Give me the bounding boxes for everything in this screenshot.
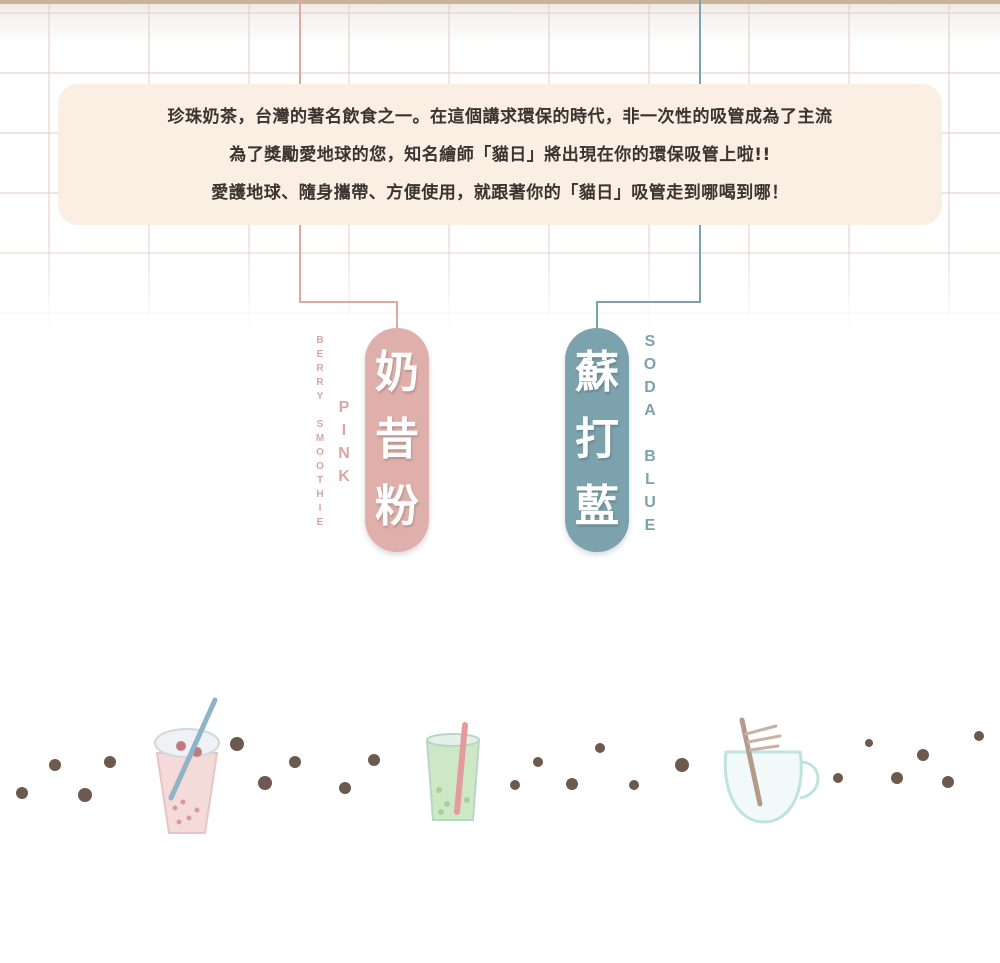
pill-char: 蘇 (575, 347, 619, 399)
intro-line: 為了獎勵愛地球的您，知名繪師「貓日」將出現在你的環保吸管上啦!! (229, 145, 771, 165)
pink-vertical-label: P I N K (338, 399, 350, 485)
milkshake-pink-pill: 奶 昔 粉 (365, 328, 429, 552)
berry-smoothie-vertical-label: B E R R Y S M O O T H I E (315, 335, 325, 528)
bubble-tea-cup-icon (154, 697, 220, 834)
intro-box: 珍珠奶茶，台灣的著名飲食之一。在這個講求環保的時代，非一次性的吸管成為了主流 為… (58, 84, 942, 225)
pill-char: 打 (575, 413, 619, 465)
pill-char: 藍 (575, 480, 619, 532)
intro-line: 珍珠奶茶，台灣的著名飲食之一。在這個講求環保的時代，非一次性的吸管成為了主流 (167, 107, 833, 127)
soda-blue-vertical-label: S O D A B L U E (643, 333, 657, 534)
pill-char: 奶 (375, 347, 419, 399)
soda-blue-pill: 蘇 打 藍 (565, 328, 629, 552)
green-drink-glass-icon (425, 722, 481, 821)
grid-shade (0, 4, 1000, 44)
drinks-decoration (16, 697, 984, 834)
pill-char: 粉 (375, 480, 419, 532)
top-border (0, 0, 1000, 4)
pill-char: 昔 (375, 413, 419, 465)
pitcher-straw-icon (723, 717, 820, 824)
intro-line: 愛護地球、隨身攜帶、方便使用，就跟著你的「貓日」吸管走到哪喝到哪！ (211, 183, 789, 203)
tapioca-pearls (16, 731, 984, 802)
